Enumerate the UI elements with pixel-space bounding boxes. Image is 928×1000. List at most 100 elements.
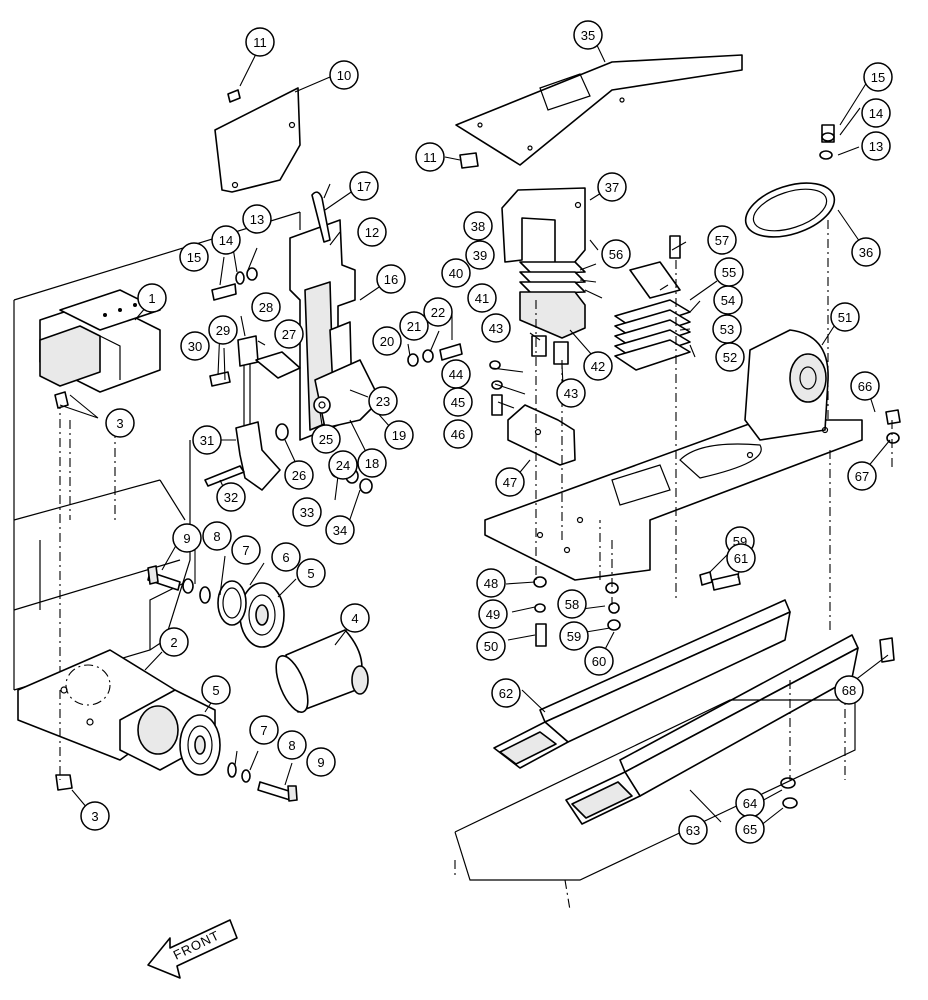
callout-14-right: 14 xyxy=(861,98,891,128)
svg-text:40: 40 xyxy=(449,266,463,281)
callout-44: 44 xyxy=(441,359,471,389)
callout-50: 50 xyxy=(476,631,506,661)
svg-text:11: 11 xyxy=(423,150,437,165)
svg-text:36: 36 xyxy=(859,245,873,260)
shaft-part-4 xyxy=(275,629,369,713)
callout-31: 31 xyxy=(192,425,222,455)
svg-text:7: 7 xyxy=(242,543,249,558)
svg-text:5: 5 xyxy=(307,566,314,581)
svg-text:35: 35 xyxy=(581,28,595,43)
callout-37: 37 xyxy=(597,172,627,202)
callout-26: 26 xyxy=(284,460,314,490)
svg-text:9: 9 xyxy=(183,531,190,546)
svg-text:22: 22 xyxy=(431,305,445,320)
svg-text:45: 45 xyxy=(451,395,465,410)
svg-text:7: 7 xyxy=(260,723,267,738)
callout-54: 54 xyxy=(713,285,743,315)
callout-17: 17 xyxy=(349,171,379,201)
callout-7-upper: 7 xyxy=(231,535,261,565)
svg-text:32: 32 xyxy=(224,490,238,505)
svg-text:15: 15 xyxy=(187,250,201,265)
callout-64: 64 xyxy=(735,788,765,818)
svg-text:65: 65 xyxy=(743,822,757,837)
callout-63: 63 xyxy=(678,815,708,845)
svg-text:17: 17 xyxy=(357,179,371,194)
callout-33: 33 xyxy=(292,497,322,527)
callout-20: 20 xyxy=(372,326,402,356)
bearing-part-5-upper xyxy=(239,582,285,648)
callout-35: 35 xyxy=(573,20,603,50)
linkage-rod xyxy=(204,335,301,491)
svg-text:67: 67 xyxy=(855,469,869,484)
svg-text:59: 59 xyxy=(567,629,581,644)
svg-text:31: 31 xyxy=(200,433,214,448)
svg-text:3: 3 xyxy=(116,416,123,431)
fasteners-lower xyxy=(55,762,298,802)
svg-text:58: 58 xyxy=(565,597,579,612)
svg-text:15: 15 xyxy=(871,70,885,85)
bearing-part-5-lower xyxy=(179,714,221,776)
latch-assembly xyxy=(289,191,381,441)
callout-43-left: 43 xyxy=(481,313,511,343)
svg-text:60: 60 xyxy=(592,654,606,669)
callout-3-upper: 3 xyxy=(105,408,135,438)
svg-text:44: 44 xyxy=(449,367,463,382)
svg-text:30: 30 xyxy=(188,339,202,354)
svg-text:48: 48 xyxy=(484,576,498,591)
svg-text:54: 54 xyxy=(721,293,735,308)
floor-plate xyxy=(454,699,856,911)
svg-text:37: 37 xyxy=(605,180,619,195)
svg-text:9: 9 xyxy=(317,755,324,770)
svg-text:39: 39 xyxy=(473,248,487,263)
callout-51: 51 xyxy=(830,302,860,332)
svg-text:57: 57 xyxy=(715,233,729,248)
svg-text:10: 10 xyxy=(337,68,351,83)
callouts: 1 2 3 3 4 5 5 6 7 7 8 8 9 9 10 11 11 12 … xyxy=(80,20,893,845)
svg-text:16: 16 xyxy=(384,272,398,287)
svg-text:4: 4 xyxy=(351,611,358,626)
callout-47: 47 xyxy=(495,467,525,497)
svg-text:20: 20 xyxy=(380,334,394,349)
svg-text:14: 14 xyxy=(219,233,233,248)
callout-6: 6 xyxy=(271,542,301,572)
callout-12: 12 xyxy=(357,217,387,247)
callout-56: 56 xyxy=(601,239,631,269)
svg-text:56: 56 xyxy=(609,247,623,262)
callout-52: 52 xyxy=(715,342,745,372)
hardware-right xyxy=(459,124,901,809)
callout-30: 30 xyxy=(180,331,210,361)
svg-text:24: 24 xyxy=(336,458,350,473)
callout-1: 1 xyxy=(137,283,167,313)
callout-5-upper: 5 xyxy=(296,558,326,588)
rail-part-62 xyxy=(493,599,791,769)
callout-21: 21 xyxy=(399,311,429,341)
callout-48: 48 xyxy=(476,568,506,598)
spacers-part-43 xyxy=(531,335,569,365)
callout-15-right: 15 xyxy=(863,62,893,92)
svg-text:41: 41 xyxy=(475,291,489,306)
isolator-mount-right xyxy=(614,235,691,371)
callout-9-upper: 9 xyxy=(172,523,202,553)
svg-text:27: 27 xyxy=(282,327,296,342)
svg-text:14: 14 xyxy=(869,106,883,121)
callout-55: 55 xyxy=(714,257,744,287)
callout-10: 10 xyxy=(329,60,359,90)
svg-text:12: 12 xyxy=(365,225,379,240)
svg-text:21: 21 xyxy=(407,319,421,334)
callout-62: 62 xyxy=(491,678,521,708)
svg-text:68: 68 xyxy=(842,683,856,698)
svg-text:18: 18 xyxy=(365,456,379,471)
callout-8-upper: 8 xyxy=(202,521,232,551)
svg-text:1: 1 xyxy=(148,291,155,306)
svg-text:8: 8 xyxy=(288,738,295,753)
svg-text:25: 25 xyxy=(319,432,333,447)
callout-11-right: 11 xyxy=(415,142,445,172)
callout-7-lower: 7 xyxy=(249,715,279,745)
callout-41: 41 xyxy=(467,283,497,313)
svg-text:47: 47 xyxy=(503,475,517,490)
callout-19: 19 xyxy=(384,420,414,450)
callout-66: 66 xyxy=(850,371,880,401)
saddle-part-47 xyxy=(507,404,576,466)
callout-15-left: 15 xyxy=(179,242,209,272)
